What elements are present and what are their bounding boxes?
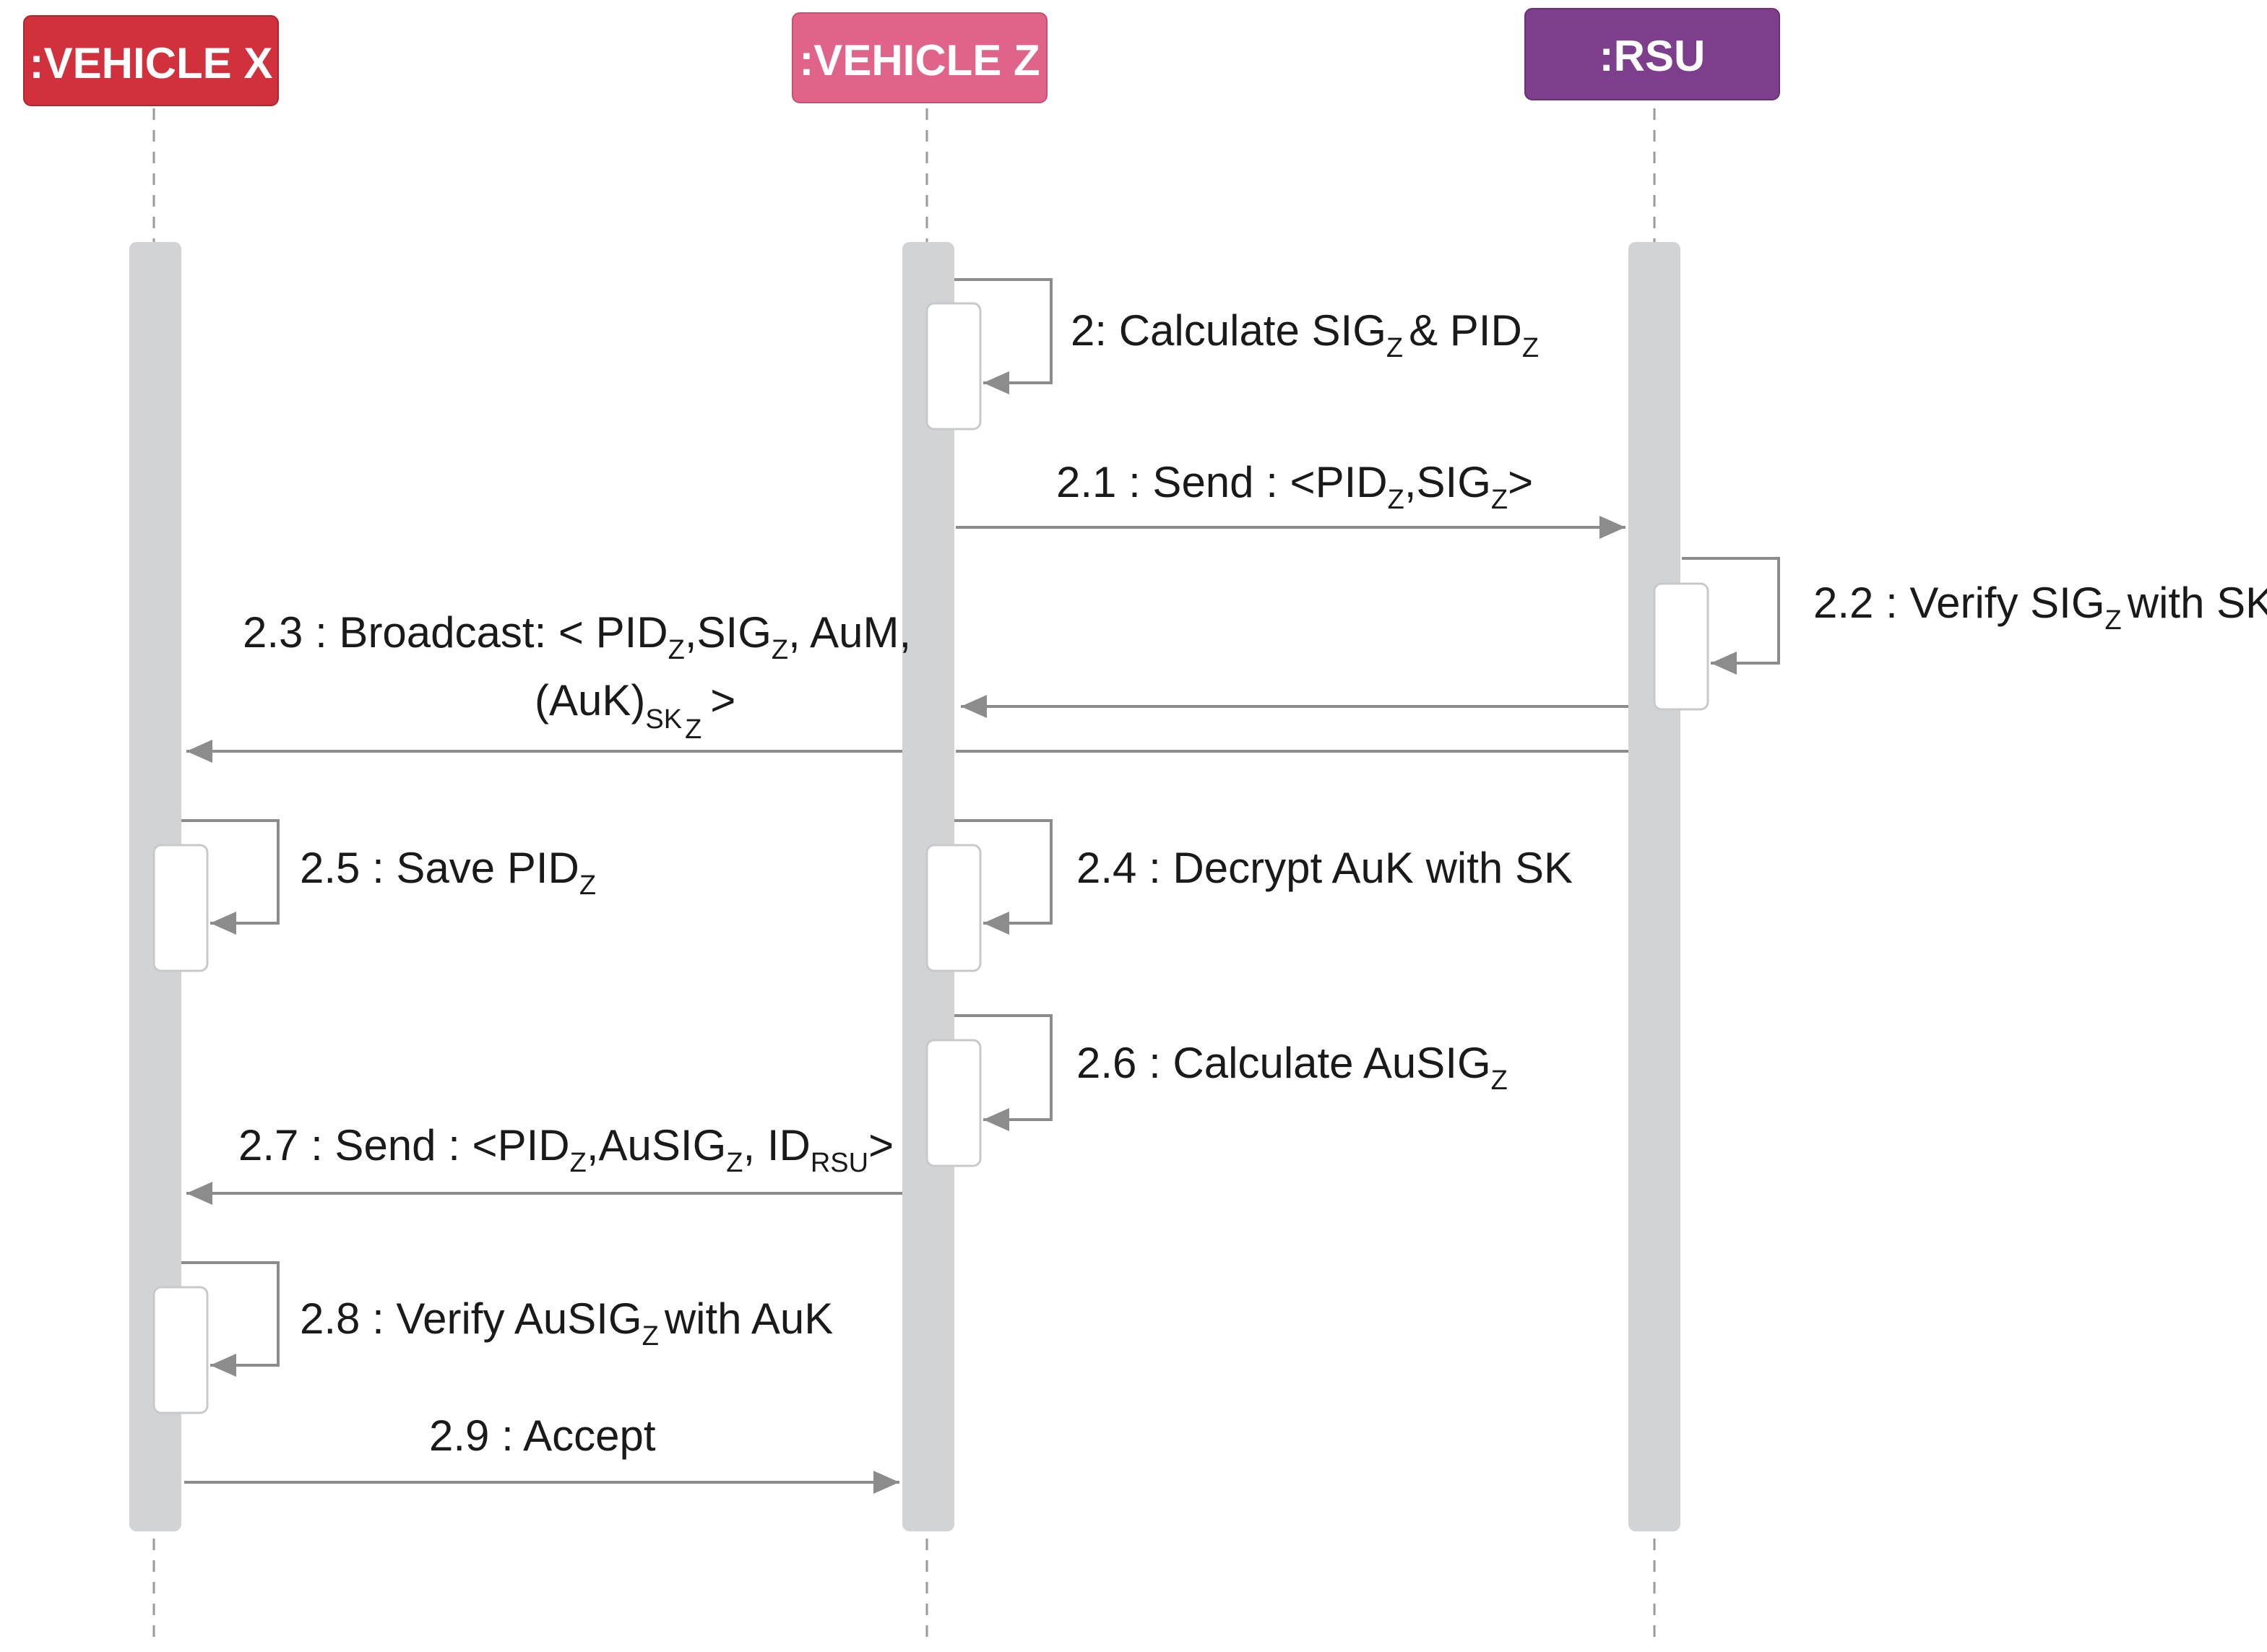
actor-box-vehicle-x: [23, 15, 279, 106]
message-2-9: 2.9 : Accept: [184, 1411, 899, 1494]
actor-vehicle-x: :VEHICLE X: [23, 15, 279, 106]
message-label: 2.7 : Send : <PIDZ,AuSIGZ, IDRSU>: [238, 1121, 894, 1178]
message-label: 2.4 : Decrypt AuK with SK: [1076, 844, 1573, 892]
self-arrow: [1682, 557, 1780, 675]
actor-vehicle-z: :VEHICLE Z: [792, 12, 1048, 103]
message-label: 2: Calculate SIGZ& PIDZ: [1071, 306, 1539, 363]
message-label: 2.9 : Accept: [429, 1411, 656, 1460]
message-label: 2.1 : Send : <PIDZ,SIGZ>: [1056, 458, 1533, 515]
actor-label-vehicle-x: :VEHICLE X: [30, 39, 273, 87]
activation-box: [925, 844, 982, 972]
self-arrow: [181, 819, 280, 935]
self-arrow: [954, 819, 1053, 935]
actor-label-rsu: :RSU: [1599, 32, 1706, 80]
activation-box: [152, 844, 209, 972]
actor-box-rsu: [1524, 8, 1780, 100]
activation-box: [1653, 582, 1709, 711]
actor-box-vehicle-z: [792, 12, 1048, 103]
activation-bar-rsu: [1628, 242, 1680, 1531]
self-arrow: [954, 278, 1053, 394]
activation-box: [925, 302, 982, 431]
actor-label-vehicle-z: :VEHICLE Z: [799, 36, 1040, 85]
message-2-7: 2.7 : Send : <PIDZ,AuSIGZ, IDRSU>: [186, 1121, 902, 1205]
actor-rsu: :RSU: [1524, 8, 1780, 100]
message-2-3-broadcast: 2.3 : Broadcast: < PIDZ,SIGZ, AuM, (AuK)…: [186, 608, 1628, 763]
message-label: 2.5 : Save PIDZ: [300, 844, 596, 901]
message-2-6-self: 2.6 : Calculate AuSIGZ: [925, 1014, 1508, 1167]
message-2-4-self: 2.4 : Decrypt AuK with SK: [925, 819, 1573, 972]
message-2-self: 2: Calculate SIGZ& PIDZ: [925, 278, 1539, 431]
message-label: 2.6 : Calculate AuSIGZ: [1076, 1039, 1508, 1096]
message-label-line-1: 2.3 : Broadcast: < PIDZ,SIGZ, AuM,: [243, 608, 911, 665]
message-2-5-self: 2.5 : Save PIDZ: [152, 819, 596, 972]
activation-box: [925, 1039, 982, 1167]
self-arrow: [954, 1014, 1053, 1131]
activation-box: [152, 1286, 209, 1414]
message-2-1: 2.1 : Send : <PIDZ,SIGZ>: [956, 458, 1625, 539]
self-arrow: [181, 1261, 280, 1377]
